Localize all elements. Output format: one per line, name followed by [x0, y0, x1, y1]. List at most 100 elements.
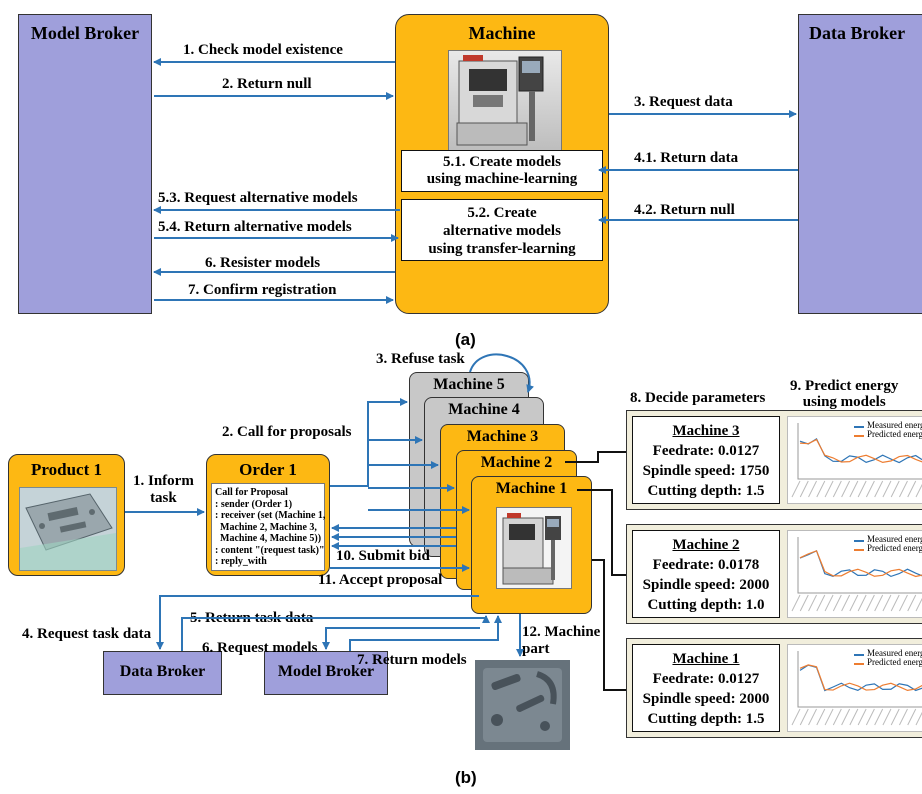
- x-tick-mark: [907, 594, 917, 612]
- label-b-9: 9. Predict energy using models: [790, 378, 899, 410]
- x-tick-mark: [907, 480, 917, 498]
- machine-1-image: [496, 507, 572, 589]
- label-a-1: 1. Check model existence: [183, 42, 343, 58]
- data-broker-title-b: Data Broker: [119, 663, 206, 680]
- legend-predicted-label: Predicted energ: [867, 657, 922, 667]
- x-tick-mark: [915, 597, 922, 612]
- param-3-feedrate: Feedrate: 0.0127: [652, 443, 760, 459]
- label-a-4-1: 4.1. Return data: [634, 150, 739, 166]
- x-tick-mark: [841, 594, 851, 612]
- x-tick-mark: [832, 594, 842, 612]
- param-box-2: Machine 2 Feedrate: 0.0178 Spindle speed…: [632, 530, 780, 618]
- param-box-3: Machine 3 Feedrate: 0.0127 Spindle speed…: [632, 416, 780, 504]
- chart-axis: [797, 537, 922, 594]
- param-3-name: Machine 3: [672, 423, 740, 439]
- x-tick-mark: [816, 708, 826, 726]
- arrow-b-2-m5: [330, 398, 408, 487]
- param-1-feedrate: Feedrate: 0.0127: [652, 671, 760, 687]
- param-2-name: Machine 2: [672, 537, 740, 553]
- x-tick-mark: [874, 480, 884, 498]
- product-title: Product 1: [31, 460, 102, 479]
- param-2-feedrate: Feedrate: 0.0178: [652, 557, 760, 573]
- caption-b: (b): [455, 768, 477, 787]
- energy-chart-plot: [791, 537, 922, 612]
- x-tick-mark: [849, 594, 859, 612]
- label-b-3: 3. Refuse task: [376, 351, 465, 367]
- legend-measured-label: Measured energ: [867, 534, 922, 544]
- label-b-6: 6. Request models: [202, 640, 318, 656]
- ml-models-box: 5.1. Create models using machine-learnin…: [401, 150, 603, 192]
- label-b-11: 11. Accept proposal: [318, 572, 443, 588]
- legend-measured-swatch: [854, 426, 864, 428]
- param-1-spindle: Spindle speed: 2000: [642, 691, 770, 707]
- label-b-4: 4. Request task data: [22, 626, 152, 642]
- label-a-7: 7. Confirm registration: [188, 282, 337, 298]
- data-broker-box-b: Data Broker: [103, 651, 222, 695]
- label-a-5-3: 5.3. Request alternative models: [158, 190, 358, 206]
- param-2-spindle: Spindle speed: 2000: [642, 577, 770, 593]
- label-b-7: 7. Return models: [357, 652, 467, 668]
- x-tick-mark: [824, 594, 834, 612]
- x-tick-mark: [882, 480, 892, 498]
- x-tick-mark: [865, 708, 875, 726]
- x-tick-mark: [832, 480, 842, 498]
- x-tick-mark: [808, 480, 817, 498]
- machine-1-title: Machine 1: [495, 480, 568, 497]
- x-tick-mark: [857, 480, 867, 498]
- x-tick-mark: [824, 480, 834, 498]
- label-a-4-2: 4.2. Return null: [634, 202, 735, 218]
- param-2-text: Machine 2 Feedrate: 0.0178 Spindle speed…: [633, 535, 779, 615]
- arrow-b-6: [322, 627, 480, 650]
- caption-a: (a): [455, 330, 476, 349]
- x-tick-mark: [915, 483, 922, 498]
- param-3-spindle: Spindle speed: 1750: [642, 463, 770, 479]
- x-tick-mark: [791, 594, 801, 612]
- x-tick-mark: [841, 480, 851, 498]
- x-tick-mark: [808, 594, 817, 612]
- legend-measured-swatch: [854, 540, 864, 542]
- param-2-depth: Cutting depth: 1.0: [647, 597, 765, 613]
- label-b-12: 12. Machine part: [522, 624, 601, 657]
- machine-box-a: Machine 5.1. Create models using machine…: [395, 14, 609, 314]
- model-broker-title-a: Model Broker: [30, 23, 140, 43]
- x-tick-mark: [899, 594, 908, 612]
- order-message-text: Call for Proposal : sender (Order 1) : r…: [215, 487, 326, 567]
- x-tick-mark: [799, 594, 809, 612]
- x-tick-mark: [907, 708, 917, 726]
- x-tick-mark: [791, 708, 801, 726]
- arrow-b-7: [349, 615, 502, 651]
- x-tick-mark: [824, 708, 834, 726]
- label-a-2: 2. Return null: [222, 76, 312, 92]
- product-box: Product 1: [8, 454, 125, 576]
- part-model-image: [19, 487, 117, 571]
- machine-5-title: Machine 5: [433, 376, 505, 393]
- x-tick-mark: [899, 708, 908, 726]
- x-tick-mark: [882, 594, 892, 612]
- label-a-3: 3. Request data: [634, 94, 733, 110]
- order-message-box: Call for Proposal : sender (Order 1) : r…: [211, 483, 325, 571]
- x-tick-mark: [865, 594, 875, 612]
- x-tick-mark: [890, 708, 900, 726]
- label-b-1: 1. Inform task: [133, 473, 194, 506]
- param-3-depth: Cutting depth: 1.5: [647, 483, 765, 499]
- model-broker-box-a: Model Broker: [18, 14, 152, 314]
- data-broker-title-a: Data Broker: [809, 23, 906, 43]
- ml-models-text: 5.1. Create models using machine-learnin…: [426, 154, 578, 187]
- legend-predicted-swatch: [854, 663, 864, 665]
- x-tick-mark: [799, 480, 809, 498]
- order-title: Order 1: [239, 460, 297, 479]
- legend-measured-label: Measured energ: [867, 648, 922, 658]
- param-panel-2: Machine 2 Feedrate: 0.0178 Spindle speed…: [626, 524, 922, 624]
- legend-predicted-label: Predicted energ: [867, 429, 922, 439]
- tl-models-text: 5.2. Create alternative models using tra…: [428, 205, 576, 257]
- x-tick-mark: [874, 708, 884, 726]
- x-tick-mark: [865, 480, 875, 498]
- label-b-8: 8. Decide parameters: [630, 390, 766, 406]
- legend-predicted-swatch: [854, 549, 864, 551]
- x-tick-mark: [808, 708, 817, 726]
- machine-3-title: Machine 3: [466, 428, 539, 445]
- x-tick-mark: [915, 711, 922, 726]
- param-panel-3: Machine 3 Feedrate: 0.0127 Spindle speed…: [626, 410, 922, 510]
